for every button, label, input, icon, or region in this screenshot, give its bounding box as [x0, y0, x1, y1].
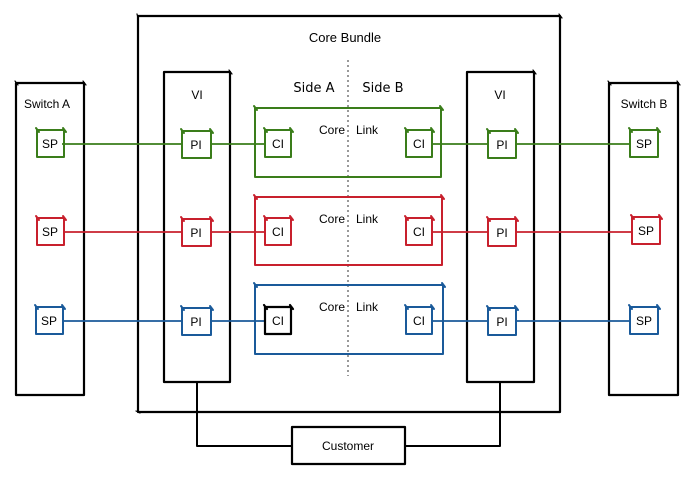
- pi-left-box: [180, 128, 214, 159]
- core-label: Core: [319, 123, 345, 137]
- link-row-3: Core Link SP PI CI CI PI SP: [34, 282, 661, 355]
- sp-left-label: SP: [41, 314, 57, 328]
- sp-left-label: SP: [42, 225, 58, 239]
- sp-right-box: [628, 304, 661, 335]
- core-label: Core: [319, 212, 345, 226]
- pi-left-label: PI: [190, 226, 201, 240]
- ci-left-box: [263, 127, 294, 158]
- sp-right-label: SP: [636, 314, 652, 328]
- sp-right-box: [628, 127, 661, 158]
- sp-right-label: SP: [636, 137, 652, 151]
- ci-right-label: CI: [413, 314, 425, 328]
- vi-left-label: VI: [191, 88, 202, 102]
- core-link-box: [253, 105, 444, 178]
- customer: Customer: [196, 381, 501, 466]
- pi-right-label: PI: [496, 315, 507, 329]
- core-bundle-box: Core Bundle: [135, 13, 563, 414]
- link-label: Link: [356, 212, 379, 226]
- pi-right-label: PI: [496, 226, 507, 240]
- switch-a-label: Switch A: [24, 97, 70, 111]
- core-label: Core: [319, 300, 345, 314]
- switch-b: Switch B: [607, 80, 681, 397]
- switch-b-label: Switch B: [621, 97, 668, 111]
- side-a-label: Side A: [293, 81, 334, 96]
- ci-right-label: CI: [413, 137, 425, 151]
- sp-right-box: [630, 214, 663, 245]
- ci-right-box: [404, 304, 435, 335]
- ci-left-label: CI: [272, 225, 284, 239]
- ci-right-box: [404, 127, 435, 158]
- ci-right-label: CI: [413, 225, 425, 239]
- link-row-1: Core Link SP PI CI CI PI SP: [35, 105, 661, 178]
- pi-left-box: [180, 216, 214, 247]
- sp-left-label: SP: [42, 137, 58, 151]
- pi-right-box: [486, 128, 519, 159]
- vi-right: VI: [465, 69, 537, 384]
- sp-left-box: [34, 304, 66, 335]
- pi-left-label: PI: [190, 315, 201, 329]
- link-row-2: Core Link SP PI CI CI PI SP: [35, 194, 663, 266]
- core-link-box: [253, 194, 445, 266]
- link-label: Link: [356, 300, 379, 314]
- sp-right-label: SP: [638, 224, 654, 238]
- pi-right-box: [486, 216, 519, 247]
- ci-left-box: [263, 215, 294, 246]
- side-b-label: Side B: [362, 81, 403, 96]
- ci-left-label: CI: [272, 137, 284, 151]
- link-label: Link: [356, 123, 379, 137]
- sp-left-box: [35, 127, 67, 158]
- pi-left-box: [180, 305, 214, 336]
- core-bundle-label: Core Bundle: [309, 30, 381, 45]
- ci-left-label: CI: [272, 314, 284, 328]
- pi-left-label: PI: [190, 138, 201, 152]
- switch-a: Switch A: [14, 80, 87, 397]
- vi-left: VI: [162, 69, 233, 384]
- customer-label: Customer: [322, 439, 374, 453]
- pi-right-label: PI: [496, 138, 507, 152]
- sp-left-box: [35, 215, 67, 246]
- ci-left-box: [262, 303, 295, 336]
- core-link-box: [253, 282, 446, 355]
- pi-right-box: [486, 305, 519, 336]
- ci-right-box: [404, 215, 435, 246]
- vi-right-label: VI: [494, 88, 505, 102]
